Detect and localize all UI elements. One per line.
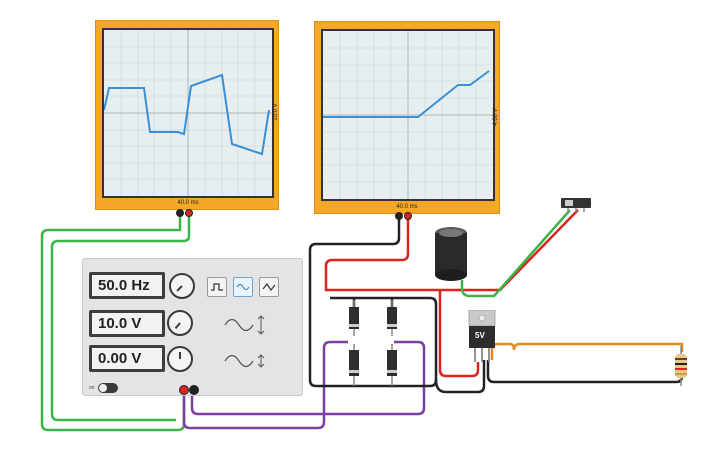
green-wire-osc1-a[interactable] <box>40 216 186 432</box>
oscilloscope-1-time-label: 40.0 ms <box>177 200 199 206</box>
triangle-wave-icon <box>262 282 276 292</box>
voltage-regulator[interactable]: 5V <box>467 310 497 362</box>
generator-terminal-black[interactable] <box>189 385 199 395</box>
offset-wave-icon <box>224 354 265 368</box>
oscilloscope-2-probe-black[interactable] <box>395 212 403 220</box>
purple-wire-b[interactable] <box>190 340 426 416</box>
green-wire-osc1-b[interactable] <box>50 216 191 422</box>
diode-2[interactable] <box>387 300 397 336</box>
electrolytic-capacitor[interactable] <box>433 225 469 285</box>
regulator-body <box>468 310 496 362</box>
oscilloscope-1[interactable]: 40.0 ms 10.0 V <box>95 20 279 210</box>
amplitude-display: 10.0 V <box>89 310 165 337</box>
purple-wire-a[interactable] <box>182 340 348 430</box>
frequency-knob[interactable] <box>169 273 195 299</box>
power-switch[interactable]: on <box>89 383 119 393</box>
red-wire-rail[interactable] <box>438 290 480 378</box>
black-wire-regulator[interactable] <box>434 360 486 394</box>
frequency-display: 50.0 Hz <box>89 272 165 299</box>
oscilloscope-2[interactable]: 40.0 ms 4.00 V <box>314 21 500 214</box>
power-toggle[interactable] <box>98 383 118 393</box>
oscilloscope-1-trace <box>104 73 270 156</box>
regulator-label: 5V <box>475 331 485 340</box>
slide-switch[interactable] <box>560 196 594 212</box>
diode-3[interactable] <box>349 344 359 386</box>
oscilloscope-1-probe-red[interactable] <box>185 209 193 217</box>
power-switch-label: on <box>89 385 95 391</box>
amplitude-wave-icon <box>224 315 265 335</box>
oscilloscope-1-screen <box>102 28 274 198</box>
green-wire-switch[interactable] <box>460 209 571 298</box>
oscilloscope-2-grid <box>323 31 493 199</box>
sine-wave-icon <box>236 283 250 291</box>
oscilloscope-2-screen <box>321 29 495 201</box>
oscilloscope-2-trace <box>323 70 490 118</box>
diode-4[interactable] <box>387 344 397 386</box>
oscilloscope-1-volts-label: 10.0 V <box>273 103 279 121</box>
oscilloscope-2-volts-label: 4.00 V <box>493 108 499 126</box>
black-wire-resistor[interactable] <box>486 360 684 384</box>
function-generator[interactable]: 50.0 Hz 10.0 V 0.00 V on <box>82 258 303 396</box>
red-wire-osc2[interactable] <box>324 216 448 292</box>
oscilloscope-2-probe-red[interactable] <box>404 212 412 220</box>
oscilloscope-2-time-label: 40.0 ms <box>396 204 418 210</box>
black-wire-osc2[interactable] <box>308 216 438 388</box>
bridge-rectifier <box>349 300 397 386</box>
oscilloscope-1-probe-black[interactable] <box>176 209 184 217</box>
dc-offset-knob[interactable] <box>167 346 193 372</box>
sine-wave-button[interactable] <box>233 277 253 297</box>
square-wave-button[interactable] <box>207 277 227 297</box>
generator-terminal-red[interactable] <box>179 385 189 395</box>
amplitude-knob[interactable] <box>167 310 193 336</box>
dc-offset-display: 0.00 V <box>89 345 165 372</box>
diode-1[interactable] <box>349 300 359 336</box>
square-wave-icon <box>211 283 223 291</box>
resistor[interactable] <box>672 346 690 386</box>
orange-wire-output[interactable] <box>490 342 684 360</box>
oscilloscope-1-grid <box>104 30 272 196</box>
triangle-wave-button[interactable] <box>259 277 279 297</box>
